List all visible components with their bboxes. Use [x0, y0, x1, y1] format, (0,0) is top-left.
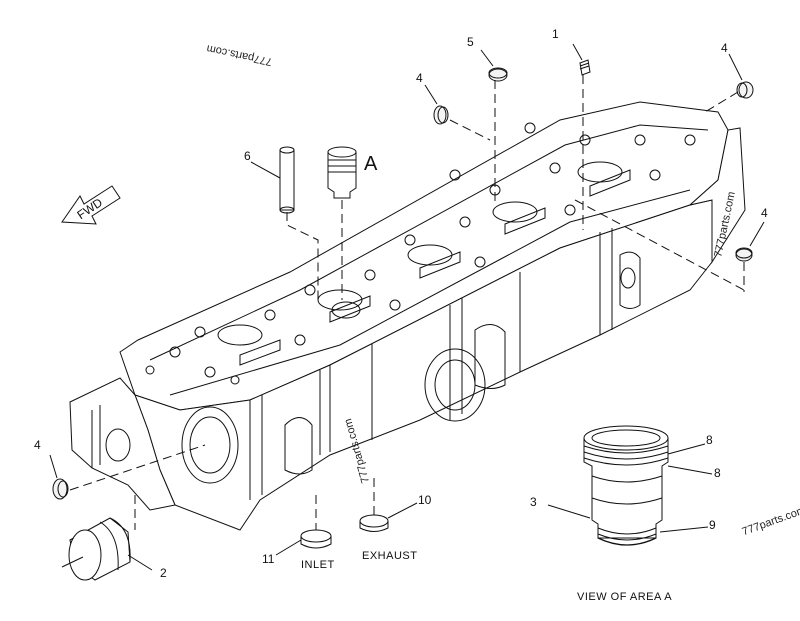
callout-10: 10: [418, 493, 432, 507]
area-a-label: A: [364, 153, 378, 175]
callout-3: 3: [530, 495, 537, 509]
valve-seat-exhaust-part-10: [359, 514, 389, 532]
captions: INLET EXHAUST VIEW OF AREA A: [301, 550, 672, 603]
plug-part-4-upper-right: [736, 81, 754, 99]
cylinder-head-body: [69, 101, 746, 531]
callout-8-upper: 8: [706, 433, 713, 447]
callout-11: 11: [262, 552, 275, 566]
plug-part-1: [579, 59, 591, 76]
callout-4-left: 4: [34, 438, 41, 452]
view-of-area-a-caption: VIEW OF AREA A: [577, 591, 672, 603]
injector-sleeve-area-a: [327, 146, 357, 199]
valve-seat-inlet-part-11: [300, 529, 332, 549]
watermark-bottom-right: 777parts.com: [741, 504, 800, 538]
callout-1: 1: [552, 27, 559, 41]
callout-9: 9: [709, 518, 716, 532]
callout-labels: 1 2 3 4 4 4 4 5 6 8 8 9 10 11 A: [34, 27, 768, 580]
cup-plug-part-5: [488, 67, 508, 82]
detail-view-area-a: [583, 425, 669, 546]
exhaust-caption: EXHAUST: [362, 550, 417, 562]
callout-4-right: 4: [761, 206, 768, 220]
dowel-part-6: [279, 146, 295, 214]
callout-2: 2: [160, 566, 167, 580]
callout-5: 5: [467, 35, 474, 49]
plug-part-4-left: [52, 478, 69, 500]
callout-4-upper-right: 4: [721, 41, 728, 55]
watermark-top: 777parts.com: [206, 42, 274, 68]
plug-part-4-right: [735, 247, 753, 262]
leader-lines: [49, 43, 765, 571]
cup-plug-part-2: [68, 517, 131, 581]
plug-part-4-upper-left: [433, 105, 449, 125]
forward-direction-arrow: FWD: [61, 185, 121, 225]
callout-8-lower: 8: [714, 466, 721, 480]
inlet-caption: INLET: [301, 559, 335, 571]
callout-4-upper-left: 4: [416, 71, 423, 85]
callout-6: 6: [244, 149, 251, 163]
